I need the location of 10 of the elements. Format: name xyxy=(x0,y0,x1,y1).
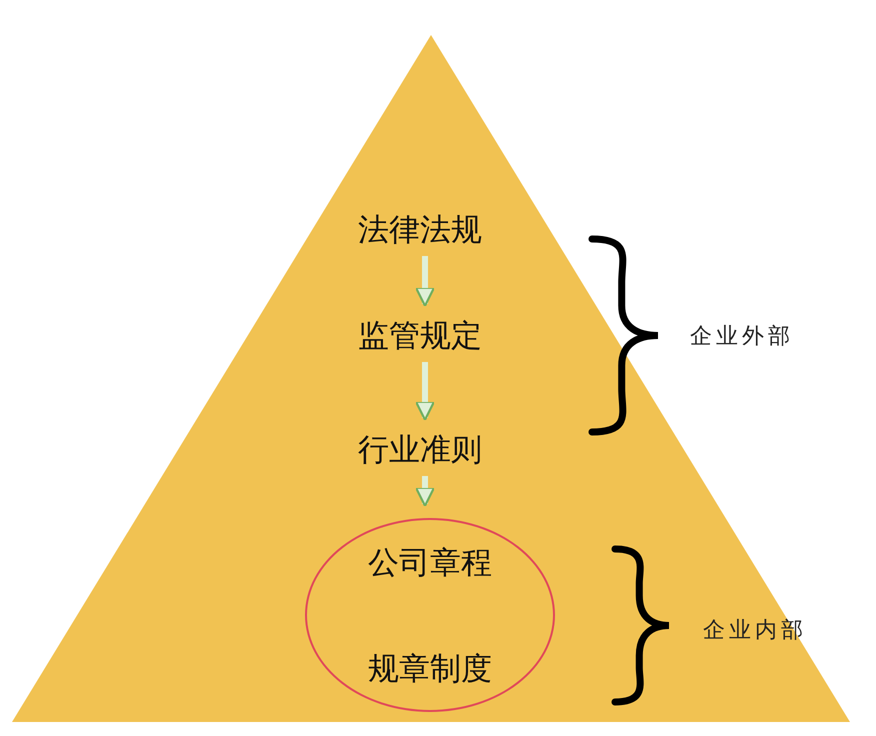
level-label: 规章制度 xyxy=(367,654,493,685)
arrow xyxy=(414,362,436,421)
level-label: 公司章程 xyxy=(367,548,493,579)
arrow xyxy=(414,256,436,307)
level-label: 监管规定 xyxy=(340,318,500,354)
arrow xyxy=(414,476,436,507)
level-label: 行业准则 xyxy=(340,432,500,468)
level-label: 法律法规 xyxy=(340,212,500,248)
side-label: 企业外部 xyxy=(690,326,794,348)
oval xyxy=(305,518,555,712)
